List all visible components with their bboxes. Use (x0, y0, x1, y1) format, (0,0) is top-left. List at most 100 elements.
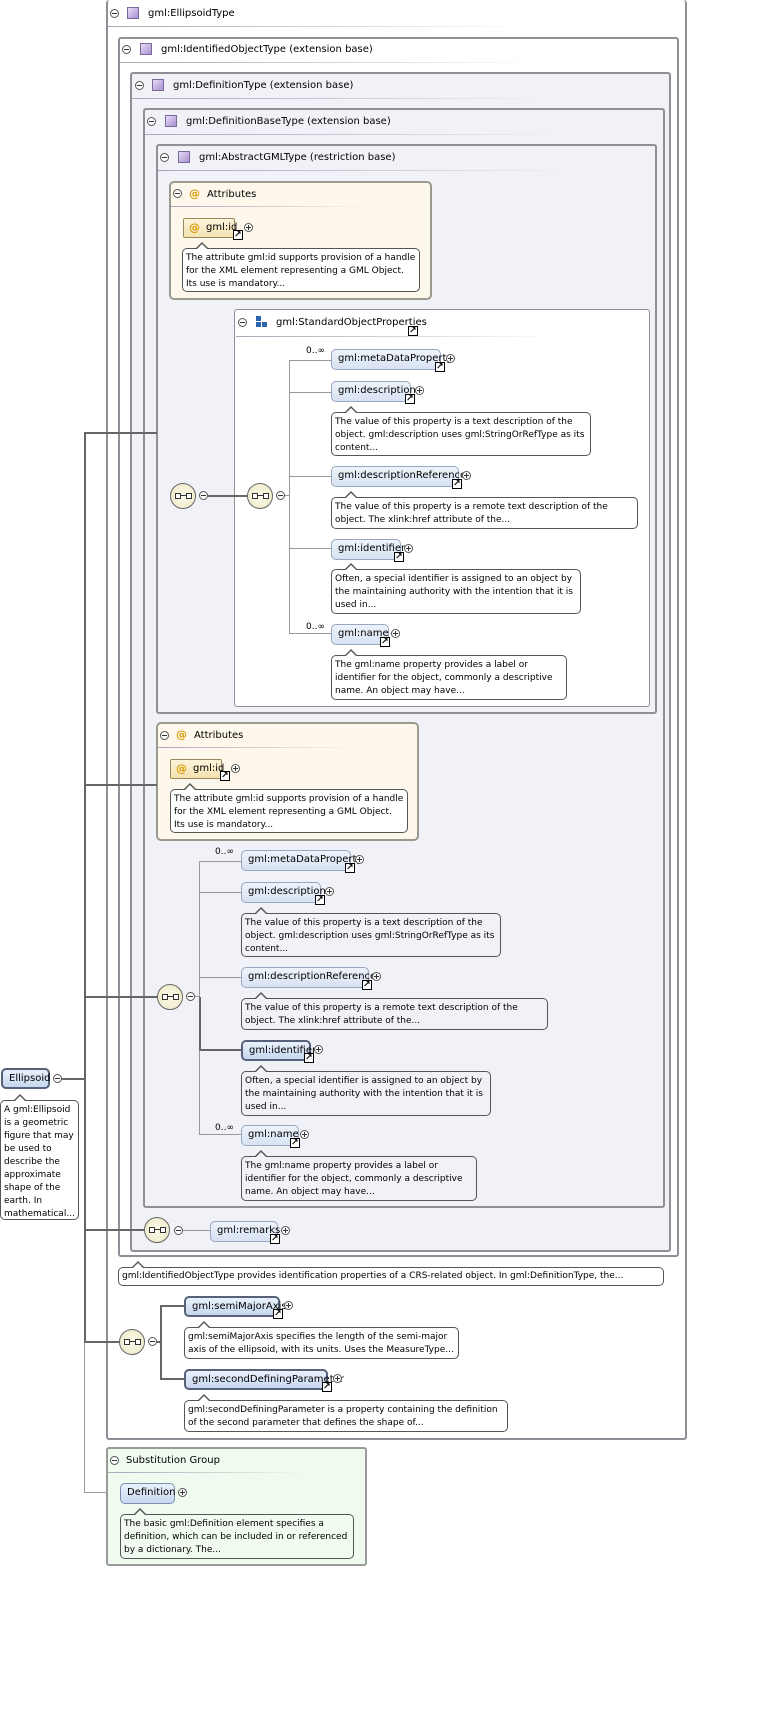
collapse-sequence[interactable] (186, 992, 195, 1001)
cardinality-label: 0..∞ (215, 1123, 234, 1133)
reference-icon[interactable] (380, 635, 390, 649)
identified-object-type-title: gml:IdentifiedObjectType (extension base… (161, 44, 373, 55)
collapse-sequence[interactable] (199, 491, 208, 500)
collapse-identified-object-type[interactable] (122, 45, 131, 54)
collapse-sequence[interactable] (174, 1226, 183, 1235)
ellipsoid-type-title: gml:EllipsoidType (148, 8, 235, 19)
connector (199, 892, 241, 893)
connector (289, 392, 331, 393)
complex-type-icon (140, 43, 152, 55)
collapse-ellipsoid[interactable] (53, 1074, 62, 1083)
reference-icon[interactable] (345, 861, 355, 875)
expand-meta-data-property[interactable] (355, 855, 364, 864)
meta-data-property-element-inner[interactable]: gml:metaDataProperty (331, 349, 452, 370)
description-doc-inner: The value of this property is a text des… (331, 406, 591, 456)
expand-second-defining-parameter[interactable] (333, 1374, 342, 1383)
expand-definition[interactable] (178, 1488, 187, 1497)
reference-icon[interactable] (315, 893, 325, 907)
connector (289, 360, 290, 633)
connector (84, 1343, 85, 1493)
reference-icon[interactable] (435, 360, 445, 374)
collapse-abstract-gml-type[interactable] (160, 153, 169, 162)
name-doc-inner: The gml:name property provides a label o… (331, 649, 567, 700)
reference-icon[interactable] (273, 1307, 283, 1321)
connector (84, 1492, 120, 1493)
sequence-compositor-icon[interactable] (119, 1329, 145, 1355)
connector (160, 1305, 184, 1307)
connector (160, 1378, 184, 1380)
expand-gml-id[interactable] (231, 764, 240, 773)
connector (199, 861, 241, 862)
identifier-doc-outer: Often, a special identifier is assigned … (241, 1065, 491, 1116)
identifier-element-inner[interactable]: gml:identifier (331, 539, 405, 560)
expand-semi-major-axis[interactable] (284, 1301, 293, 1310)
reference-icon[interactable] (304, 1051, 314, 1065)
expand-description[interactable] (325, 887, 334, 896)
reference-icon[interactable] (405, 392, 415, 406)
sequence-compositor-icon[interactable] (157, 984, 183, 1010)
expand-identifier[interactable] (314, 1045, 323, 1054)
divider (108, 1472, 308, 1473)
reference-icon[interactable] (322, 1380, 332, 1394)
collapse-ellipsoid-type[interactable] (110, 9, 119, 18)
gml-id-attribute-inner[interactable]: @ gml:id (183, 218, 237, 238)
description-element-outer[interactable]: gml:description (241, 882, 326, 903)
expand-name[interactable] (391, 629, 400, 638)
abstract-gml-type-title: gml:AbstractGMLType (restriction base) (199, 152, 396, 163)
expand-description-reference[interactable] (372, 972, 381, 981)
second-defining-parameter-doc: gml:secondDefiningParameter is a propert… (184, 1394, 508, 1432)
reference-icon[interactable] (270, 1232, 280, 1246)
divider (108, 26, 528, 27)
description-reference-doc-outer: The value of this property is a remote t… (241, 992, 548, 1030)
collapse-sequence[interactable] (276, 491, 285, 500)
sequence-compositor-icon[interactable] (170, 483, 196, 509)
collapse-standard-object-properties-inner[interactable] (238, 318, 247, 327)
definition-type-title: gml:DefinitionType (extension base) (173, 80, 354, 91)
collapse-definition-type[interactable] (135, 81, 144, 90)
expand-identifier[interactable] (404, 544, 413, 553)
meta-data-property-element-outer[interactable]: gml:metaDataProperty (241, 850, 362, 871)
identifier-element-outer[interactable]: gml:identifier (241, 1040, 316, 1061)
expand-description-reference[interactable] (462, 471, 471, 480)
divider (158, 747, 358, 748)
reference-icon[interactable] (290, 1136, 300, 1150)
attributes-label-outer: Attributes (194, 730, 244, 741)
expand-remarks[interactable] (281, 1226, 290, 1235)
collapse-attributes-inner[interactable] (173, 189, 182, 198)
expand-gml-id[interactable] (244, 223, 253, 232)
reference-icon[interactable] (408, 324, 418, 338)
reference-icon[interactable] (220, 769, 230, 783)
expand-description[interactable] (415, 386, 424, 395)
ellipsoid-root-element[interactable]: Ellipsoid (1, 1068, 50, 1089)
reference-icon[interactable] (362, 978, 372, 992)
remarks-element[interactable]: gml:remarks (210, 1221, 280, 1242)
reference-icon[interactable] (452, 477, 462, 491)
expand-meta-data-property[interactable] (446, 354, 455, 363)
expand-name[interactable] (300, 1130, 309, 1139)
divider (132, 98, 552, 99)
second-defining-parameter-element[interactable]: gml:secondDefiningParameter (184, 1369, 344, 1390)
reference-icon[interactable] (394, 550, 404, 564)
name-element-outer[interactable]: gml:name (241, 1125, 299, 1146)
semi-major-axis-element[interactable]: gml:semiMajorAxis (184, 1296, 287, 1317)
connector (84, 784, 157, 786)
description-reference-element-inner[interactable]: gml:descriptionReference (331, 466, 466, 487)
collapse-definition-base-type[interactable] (147, 117, 156, 126)
description-doc-outer: The value of this property is a text des… (241, 907, 501, 957)
connector (199, 997, 201, 1050)
collapse-substitution-group[interactable] (110, 1456, 119, 1465)
definition-element[interactable]: Definition (120, 1483, 175, 1504)
group-icon (256, 316, 268, 328)
description-element-inner[interactable]: gml:description (331, 381, 416, 402)
sequence-compositor-icon[interactable] (144, 1217, 170, 1243)
collapse-attributes-outer[interactable] (160, 731, 169, 740)
description-reference-element-outer[interactable]: gml:descriptionReference (241, 967, 376, 988)
connector (84, 432, 157, 434)
sequence-compositor-icon[interactable] (247, 483, 273, 509)
connector (84, 1229, 145, 1231)
reference-icon[interactable] (233, 228, 243, 242)
gml-id-attribute-outer[interactable]: @ gml:id (170, 759, 224, 779)
attribute-icon: @ (176, 728, 187, 741)
collapse-sequence[interactable] (148, 1337, 157, 1346)
connector (183, 1230, 210, 1231)
